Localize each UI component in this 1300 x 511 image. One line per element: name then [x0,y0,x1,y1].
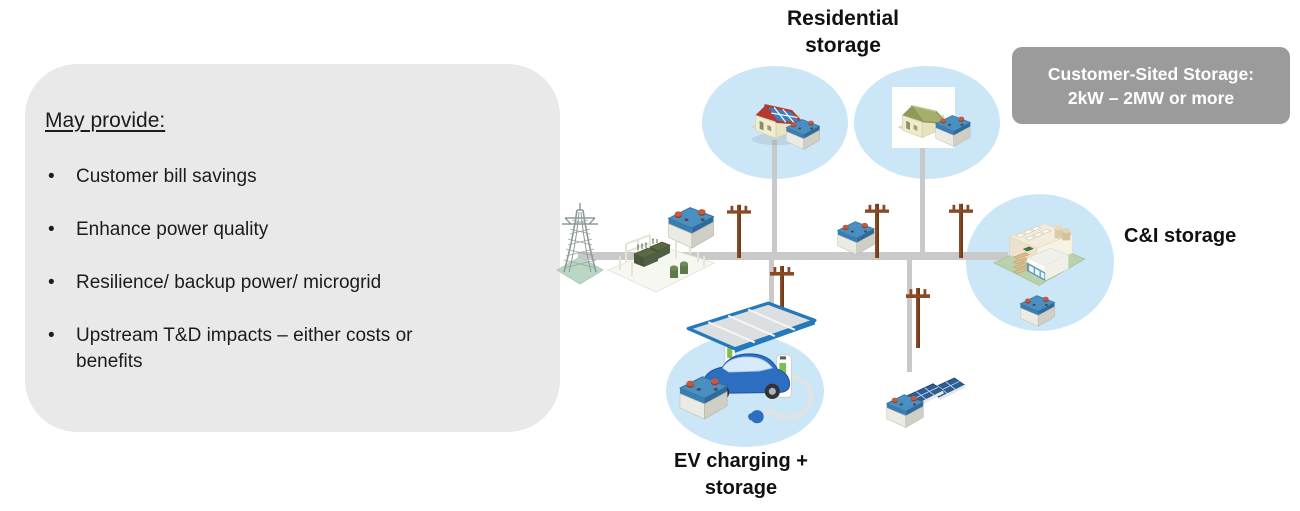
service-line-house1 [772,140,777,254]
bullet-item: Upstream T&D impacts – either costs or b… [45,323,458,375]
bullet-item: Enhance power quality [45,217,458,243]
feeder-line [578,252,1008,260]
utility-pole-icon [726,203,752,258]
utility-pole-icon [905,286,931,348]
bullet-item: Resilience/ backup power/ microgrid [45,270,458,296]
utility-pole-icon [948,202,974,258]
ev-charging-storage-label: EV charging + storage [674,450,808,499]
service-line-solar [907,258,912,372]
service-line-ev [769,258,774,320]
residential-storage-label: Residential storage [786,7,900,57]
commercial-industrial-building-icon [990,212,1088,302]
battery-storage-icon [783,116,823,151]
battery-storage-icon [675,372,732,421]
battery-storage-icon [664,203,718,250]
bullet-list: Customer bill savings Enhance power qual… [25,164,560,375]
service-line-house2 [920,147,925,254]
may-provide-panel: May provide: Customer bill savings Enhan… [25,64,560,432]
bullet-item: Customer bill savings [45,164,458,190]
battery-storage-icon [1017,292,1058,328]
battery-storage-icon [932,112,974,148]
transmission-tower-icon [555,198,605,290]
customer-sited-storage-badge: Customer-Sited Storage: 2kW – 2MW or mor… [1012,47,1290,124]
battery-storage-icon [883,391,927,429]
ci-storage-label: C&I storage [1124,225,1237,247]
battery-storage-icon [834,218,878,256]
panel-heading: May provide: [45,109,166,132]
